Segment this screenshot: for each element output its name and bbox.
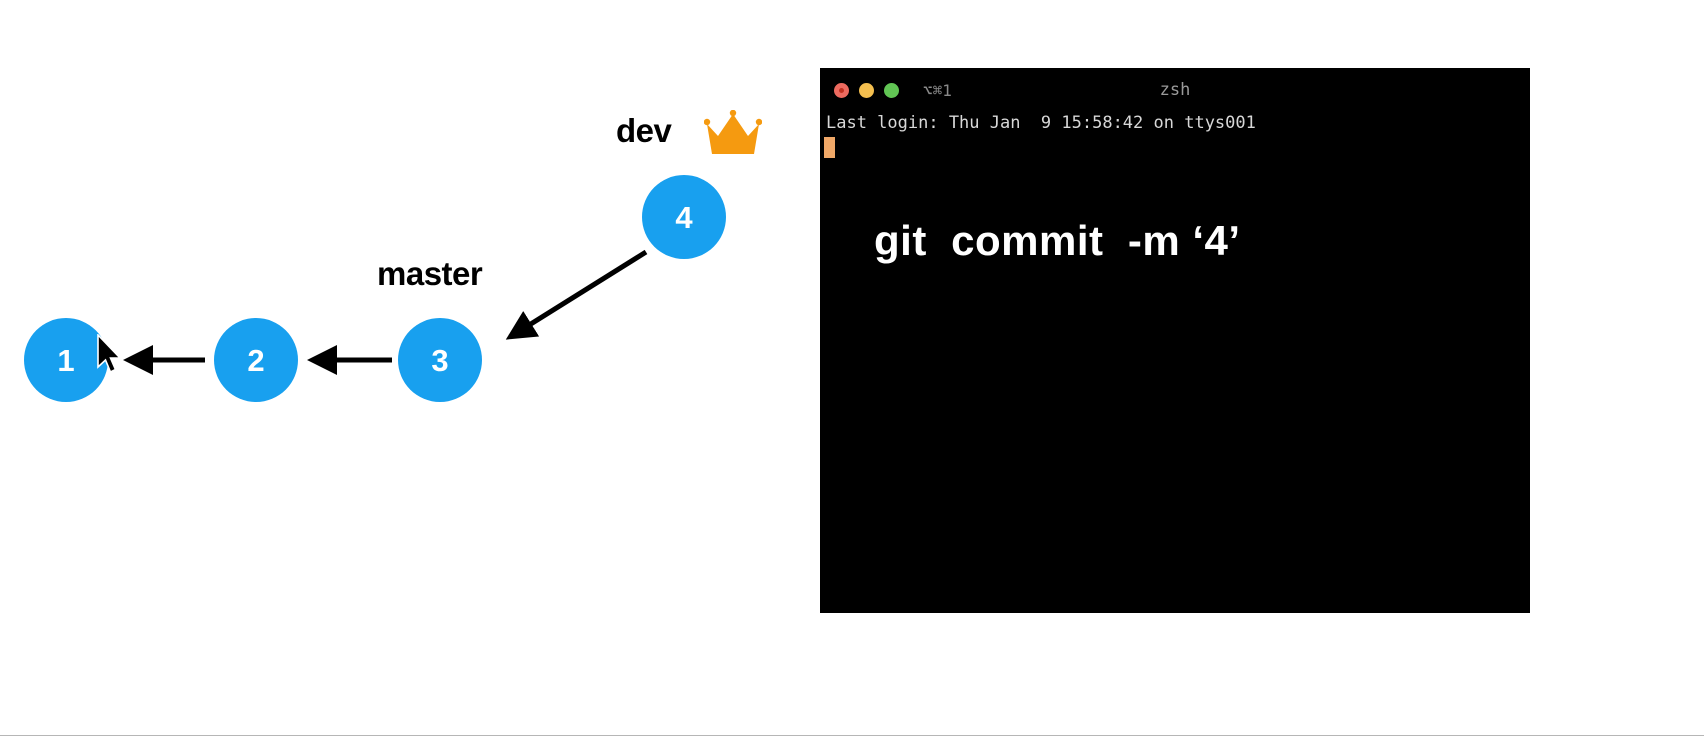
commit-node-label: 1 [57, 342, 75, 378]
commit-node-4[interactable]: 4 [642, 175, 726, 259]
minimize-button[interactable] [859, 82, 874, 98]
crown-icon [704, 110, 762, 154]
commit-node-label: 4 [675, 199, 693, 235]
terminal-last-login-line: Last login: Thu Jan 9 15:58:42 on ttys00… [826, 113, 1256, 133]
commit-node-2[interactable]: 2 [214, 318, 298, 402]
branch-label-master: master [377, 255, 483, 292]
branch-label-dev: dev [616, 112, 672, 149]
zoom-button[interactable] [884, 82, 899, 98]
graph-edges [123, 249, 648, 375]
edge-4-to-3 [505, 249, 648, 340]
terminal-cursor [824, 137, 835, 158]
commit-node-label: 3 [431, 342, 449, 378]
commit-node-1[interactable]: 1 [24, 318, 108, 402]
close-button[interactable] [834, 82, 849, 98]
terminal-window[interactable]: ⌥⌘1 zsh Last login: Thu Jan 9 15:58:42 o… [820, 68, 1530, 613]
git-commit-graph: 1 2 3 4 master dev [0, 0, 820, 700]
window-shortcut-label: ⌥⌘1 [923, 80, 952, 100]
terminal-body[interactable]: Last login: Thu Jan 9 15:58:42 on ttys00… [820, 112, 1530, 613]
terminal-titlebar[interactable]: ⌥⌘1 zsh [820, 68, 1530, 112]
terminal-command-text: git commit -m ‘4’ [874, 217, 1241, 264]
commit-node-label: 2 [247, 342, 265, 378]
commit-node-3[interactable]: 3 [398, 318, 482, 402]
